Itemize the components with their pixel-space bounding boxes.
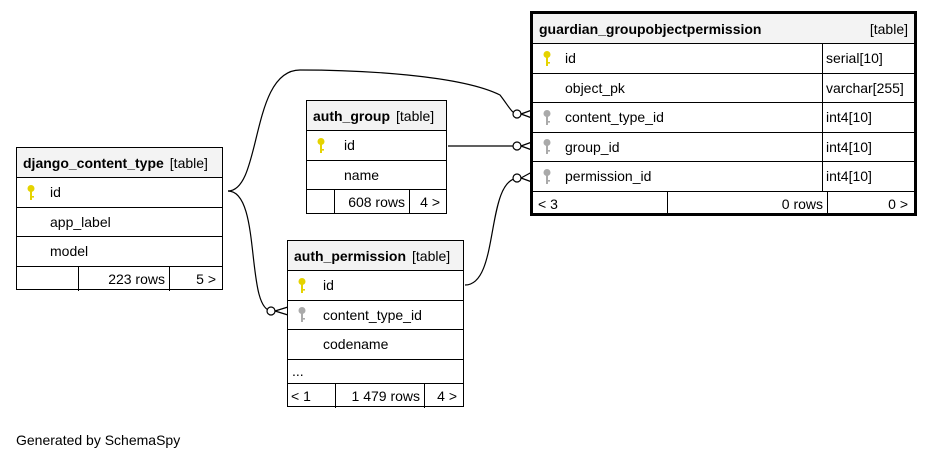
table-footer: 223 rows 5 > xyxy=(17,266,222,291)
parents-link[interactable] xyxy=(307,190,335,214)
table-name: auth_permission xyxy=(294,247,407,264)
column-name: name xyxy=(344,166,380,183)
children-link[interactable]: 4 > xyxy=(437,387,457,404)
column-type: int4[10] xyxy=(822,162,914,191)
column-name: content_type_id xyxy=(323,306,422,323)
table-name: auth_group xyxy=(313,107,390,124)
table-footer: < 3 0 rows 0 > xyxy=(533,191,914,216)
generated-by-label: Generated by SchemaSpy xyxy=(16,432,181,448)
primary-key-icon xyxy=(288,277,316,294)
foreign-key-icon xyxy=(533,109,561,126)
children-link[interactable]: 0 > xyxy=(888,195,908,212)
crow-foot-guardian-content-type xyxy=(512,109,522,119)
table-auth-permission[interactable]: auth_permission [table] id content_type_… xyxy=(287,240,464,408)
more-columns-row: ... xyxy=(288,360,463,384)
table-header: auth_permission [table] xyxy=(288,241,463,271)
column-name: codename xyxy=(323,336,389,353)
column-row[interactable]: id xyxy=(17,178,222,208)
table-django-content-type[interactable]: django_content_type [table] id app_label… xyxy=(16,147,223,291)
column-row[interactable]: id xyxy=(307,131,446,161)
table-footer: 608 rows 4 > xyxy=(307,190,446,214)
row-count: 1 479 rows xyxy=(336,383,425,408)
table-type-label: [table] xyxy=(412,247,451,264)
row-count: 608 rows xyxy=(335,190,410,214)
table-guardian-groupobjectpermission[interactable]: guardian_groupobjectpermission [table] i… xyxy=(530,11,917,216)
crow-foot-guardian-permission xyxy=(512,173,522,183)
table-header: auth_group [table] xyxy=(307,101,446,131)
column-name: id xyxy=(323,277,334,294)
column-row[interactable]: model xyxy=(17,237,222,267)
crow-foot-permission-content-type xyxy=(266,306,276,316)
foreign-key-icon xyxy=(288,306,316,323)
column-row[interactable]: app_label xyxy=(17,208,222,237)
column-row[interactable]: permission_id int4[10] xyxy=(533,162,914,192)
table-type-label: [table] xyxy=(396,107,435,124)
column-row[interactable]: id xyxy=(288,271,463,301)
column-row[interactable]: codename xyxy=(288,330,463,360)
parents-link[interactable]: < 3 xyxy=(533,191,668,216)
column-type: serial[10] xyxy=(822,44,914,73)
foreign-key-icon xyxy=(533,168,561,185)
column-name: content_type_id xyxy=(565,109,664,126)
primary-key-icon xyxy=(307,137,335,154)
link-permission-to-guardian xyxy=(464,177,519,286)
column-row[interactable]: name xyxy=(307,161,446,190)
table-header: guardian_groupobjectpermission [table] xyxy=(533,14,914,44)
table-name: django_content_type xyxy=(23,154,164,171)
row-count: 223 rows xyxy=(79,266,170,291)
column-row[interactable]: content_type_id int4[10] xyxy=(533,103,914,133)
column-row[interactable]: id serial[10] xyxy=(533,44,914,74)
column-name: permission_id xyxy=(565,168,652,185)
row-count: 0 rows xyxy=(668,191,828,216)
primary-key-icon xyxy=(17,184,45,201)
column-type: varchar[255] xyxy=(822,73,914,102)
column-name: group_id xyxy=(565,138,620,155)
link-content-type-to-guardian xyxy=(227,69,519,192)
column-name: id xyxy=(565,50,576,67)
table-header: django_content_type [table] xyxy=(17,148,222,178)
more-columns: ... xyxy=(292,363,304,379)
column-name: app_label xyxy=(50,213,111,230)
table-auth-group[interactable]: auth_group [table] id name 608 rows 4 > xyxy=(306,100,447,214)
column-name: model xyxy=(50,243,89,260)
primary-key-icon xyxy=(533,50,561,67)
children-link[interactable]: 5 > xyxy=(196,270,216,287)
column-name: object_pk xyxy=(565,79,625,96)
foreign-key-icon xyxy=(533,138,561,155)
children-link[interactable]: 4 > xyxy=(420,194,440,210)
column-type: int4[10] xyxy=(822,132,914,161)
column-row[interactable]: object_pk varchar[255] xyxy=(533,73,914,103)
column-row[interactable]: content_type_id xyxy=(288,301,463,330)
column-name: id xyxy=(50,184,61,201)
table-type-label: [table] xyxy=(169,154,208,171)
column-name: id xyxy=(344,137,355,154)
column-type: int4[10] xyxy=(822,103,914,132)
table-name: guardian_groupobjectpermission xyxy=(539,20,762,37)
parents-link[interactable]: < 1 xyxy=(288,383,336,408)
parents-link[interactable] xyxy=(17,266,79,291)
table-footer: < 1 1 479 rows 4 > xyxy=(288,383,463,408)
crow-foot-guardian-group xyxy=(512,141,522,151)
column-row[interactable]: group_id int4[10] xyxy=(533,132,914,162)
link-content-type-to-permission xyxy=(227,190,273,312)
table-type-label: [table] xyxy=(869,20,908,37)
